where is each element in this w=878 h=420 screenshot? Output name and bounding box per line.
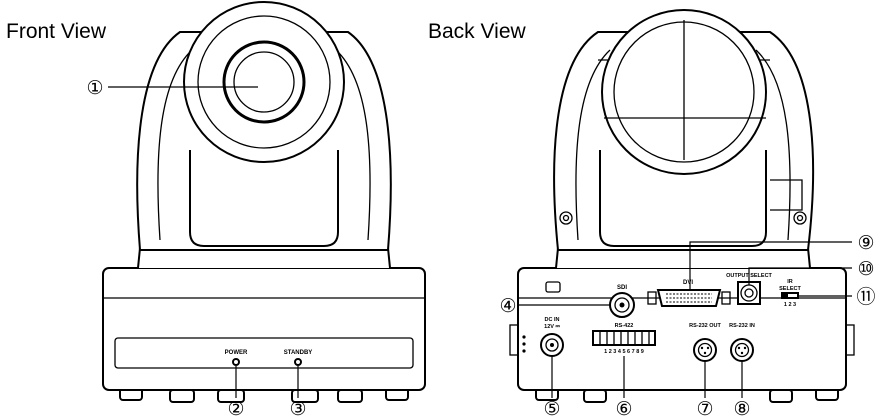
- back-screw-left: [559, 211, 573, 225]
- front-camera: POWER STANDBY: [102, 1, 426, 403]
- power-label: POWER: [225, 350, 248, 356]
- rs232-out-port: [693, 338, 717, 362]
- dvi-port: [647, 289, 731, 307]
- back-screw-right: [793, 211, 807, 225]
- back-feet: [535, 387, 839, 403]
- front-view-title: Front View: [6, 20, 106, 43]
- back-camera: [509, 9, 855, 403]
- callout-3: ③: [289, 398, 306, 420]
- dc-voltage-label: 12V ⎓: [544, 324, 560, 330]
- back-connectors: SDI DVI OUTPUT SELECT IR SELECT 1 2 3: [522, 273, 801, 362]
- callout-10: ⑩: [857, 258, 874, 280]
- callout-8: ⑧: [733, 398, 750, 420]
- front-indicator-panel: [114, 337, 414, 369]
- rs422-pin-numbers: 1 2 3 4 5 6 7 8 9: [604, 349, 644, 355]
- callout-4: ④: [499, 295, 516, 317]
- power-led: [232, 358, 240, 366]
- sdi-label: SDI: [617, 285, 627, 291]
- output-select-dial: [737, 281, 761, 305]
- front-lens: [183, 1, 345, 163]
- dc-in-jack: [540, 333, 564, 357]
- callout-leaders: [108, 86, 852, 398]
- select-label: SELECT: [779, 286, 801, 292]
- callout-7: ⑦: [696, 398, 713, 420]
- rs422-label: RS-422: [615, 323, 634, 329]
- ir-label: IR: [787, 279, 793, 285]
- sdi-port: [609, 292, 635, 318]
- polarity-dots: [522, 335, 526, 353]
- rs232-in-label: RS-232 IN: [729, 323, 755, 329]
- standby-led: [294, 358, 302, 366]
- callout-1: ①: [86, 77, 103, 99]
- front-base: [102, 267, 426, 391]
- rs422-terminal: [592, 330, 656, 346]
- back-view-title: Back View: [428, 20, 526, 43]
- callout-2: ②: [227, 398, 244, 420]
- security-slot-icon: [545, 281, 561, 293]
- callout-6: ⑥: [615, 398, 632, 420]
- dc-in-label: DC IN: [545, 317, 560, 323]
- dvi-label: DVI: [683, 280, 693, 286]
- front-head: [189, 150, 339, 247]
- rs232-out-label: RS-232 OUT: [689, 323, 721, 329]
- back-head: [599, 150, 767, 247]
- callout-11: ⑪: [856, 286, 875, 308]
- rs232-in-port: [730, 338, 754, 362]
- ir-select-positions: 1 2 3: [784, 302, 796, 308]
- standby-label: STANDBY: [284, 350, 313, 356]
- callout-9: ⑨: [857, 232, 874, 254]
- callout-numbers: ① ② ③ ④ ⑤ ⑥ ⑦ ⑧ ⑨ ⑩ ⑪: [86, 77, 875, 420]
- callout-5: ⑤: [543, 398, 560, 420]
